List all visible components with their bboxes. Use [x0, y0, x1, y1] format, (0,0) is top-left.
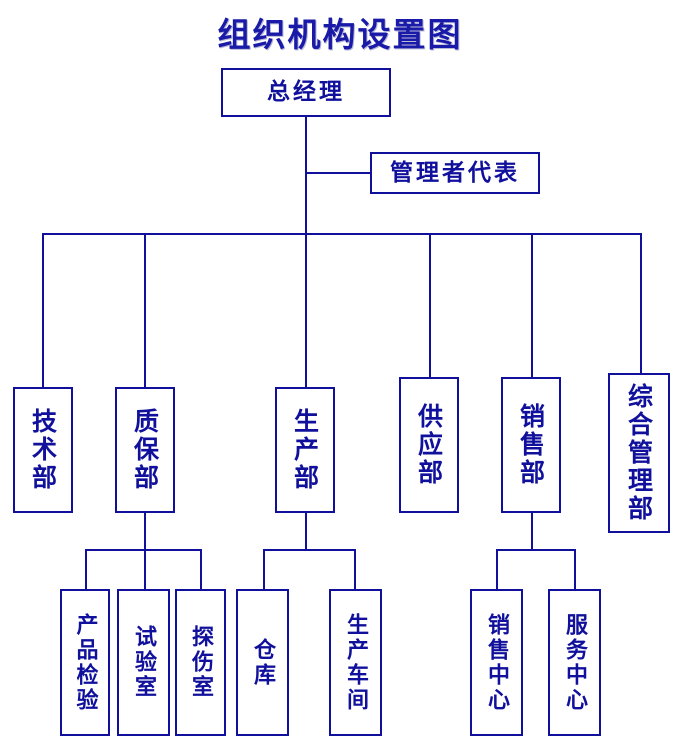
- node-label: 销售部: [516, 403, 546, 487]
- connector-sales-sub-bus: [496, 549, 576, 551]
- node-production-workshop[interactable]: 生产车间: [329, 589, 382, 736]
- node-label: 生产部: [290, 408, 320, 492]
- node-laboratory[interactable]: 试验室: [117, 589, 170, 736]
- node-warehouse[interactable]: 仓库: [236, 589, 289, 736]
- node-label: 服务中心: [562, 612, 589, 713]
- node-sales-center[interactable]: 销售中心: [470, 589, 523, 736]
- node-general-manager[interactable]: 总经理: [221, 68, 391, 117]
- node-product-inspection[interactable]: 产品检验: [60, 589, 110, 736]
- connector-prod-sub-bus: [263, 549, 356, 551]
- node-label: 生产车间: [343, 612, 370, 713]
- node-label: 管理者代表: [390, 158, 520, 186]
- node-service-center[interactable]: 服务中心: [548, 589, 601, 736]
- connector-drop-tech: [42, 233, 44, 387]
- node-general-administration-department[interactable]: 综合管理部: [608, 373, 670, 533]
- connector-gm-trunk: [305, 116, 307, 233]
- page-title: 组织机构设置图: [217, 15, 463, 54]
- node-flaw-detection-room[interactable]: 探伤室: [175, 589, 226, 736]
- node-quality-assurance-department[interactable]: 质保部: [115, 387, 175, 513]
- connector-main-bus: [42, 233, 641, 235]
- connector-drop-qa: [144, 233, 146, 387]
- connector-drop-insp: [85, 549, 87, 589]
- connector-drop-warehouse: [263, 549, 265, 589]
- connector-qa-sub-bus: [85, 549, 202, 551]
- connector-drop-workshop: [354, 549, 356, 589]
- node-label: 技术部: [28, 408, 58, 492]
- connector-sales-stem: [531, 512, 533, 550]
- node-production-department[interactable]: 生产部: [275, 387, 335, 513]
- node-label: 试验室: [131, 625, 158, 700]
- node-technology-department[interactable]: 技术部: [13, 387, 73, 513]
- connector-prod-stem: [305, 512, 307, 550]
- connector-drop-salesctr: [496, 549, 498, 589]
- node-label: 综合管理部: [624, 383, 654, 523]
- node-label: 销售中心: [484, 612, 511, 713]
- node-label: 质保部: [130, 408, 160, 492]
- node-label: 探伤室: [188, 625, 215, 700]
- node-sales-department[interactable]: 销售部: [501, 377, 561, 513]
- connector-drop-supply: [429, 233, 431, 387]
- node-label: 供应部: [414, 403, 444, 487]
- connector-drop-admin: [640, 233, 642, 373]
- node-label: 总经理: [267, 78, 345, 106]
- node-label: 仓库: [250, 637, 277, 688]
- connector-drop-ndt: [200, 549, 202, 589]
- connector-gm-to-mgmt-rep: [305, 172, 371, 174]
- connector-drop-sales: [531, 233, 533, 387]
- node-management-representative[interactable]: 管理者代表: [370, 152, 540, 194]
- connector-drop-service: [574, 549, 576, 589]
- connector-drop-prod: [305, 233, 307, 387]
- node-label: 产品检验: [72, 612, 99, 713]
- node-supply-department[interactable]: 供应部: [399, 377, 459, 513]
